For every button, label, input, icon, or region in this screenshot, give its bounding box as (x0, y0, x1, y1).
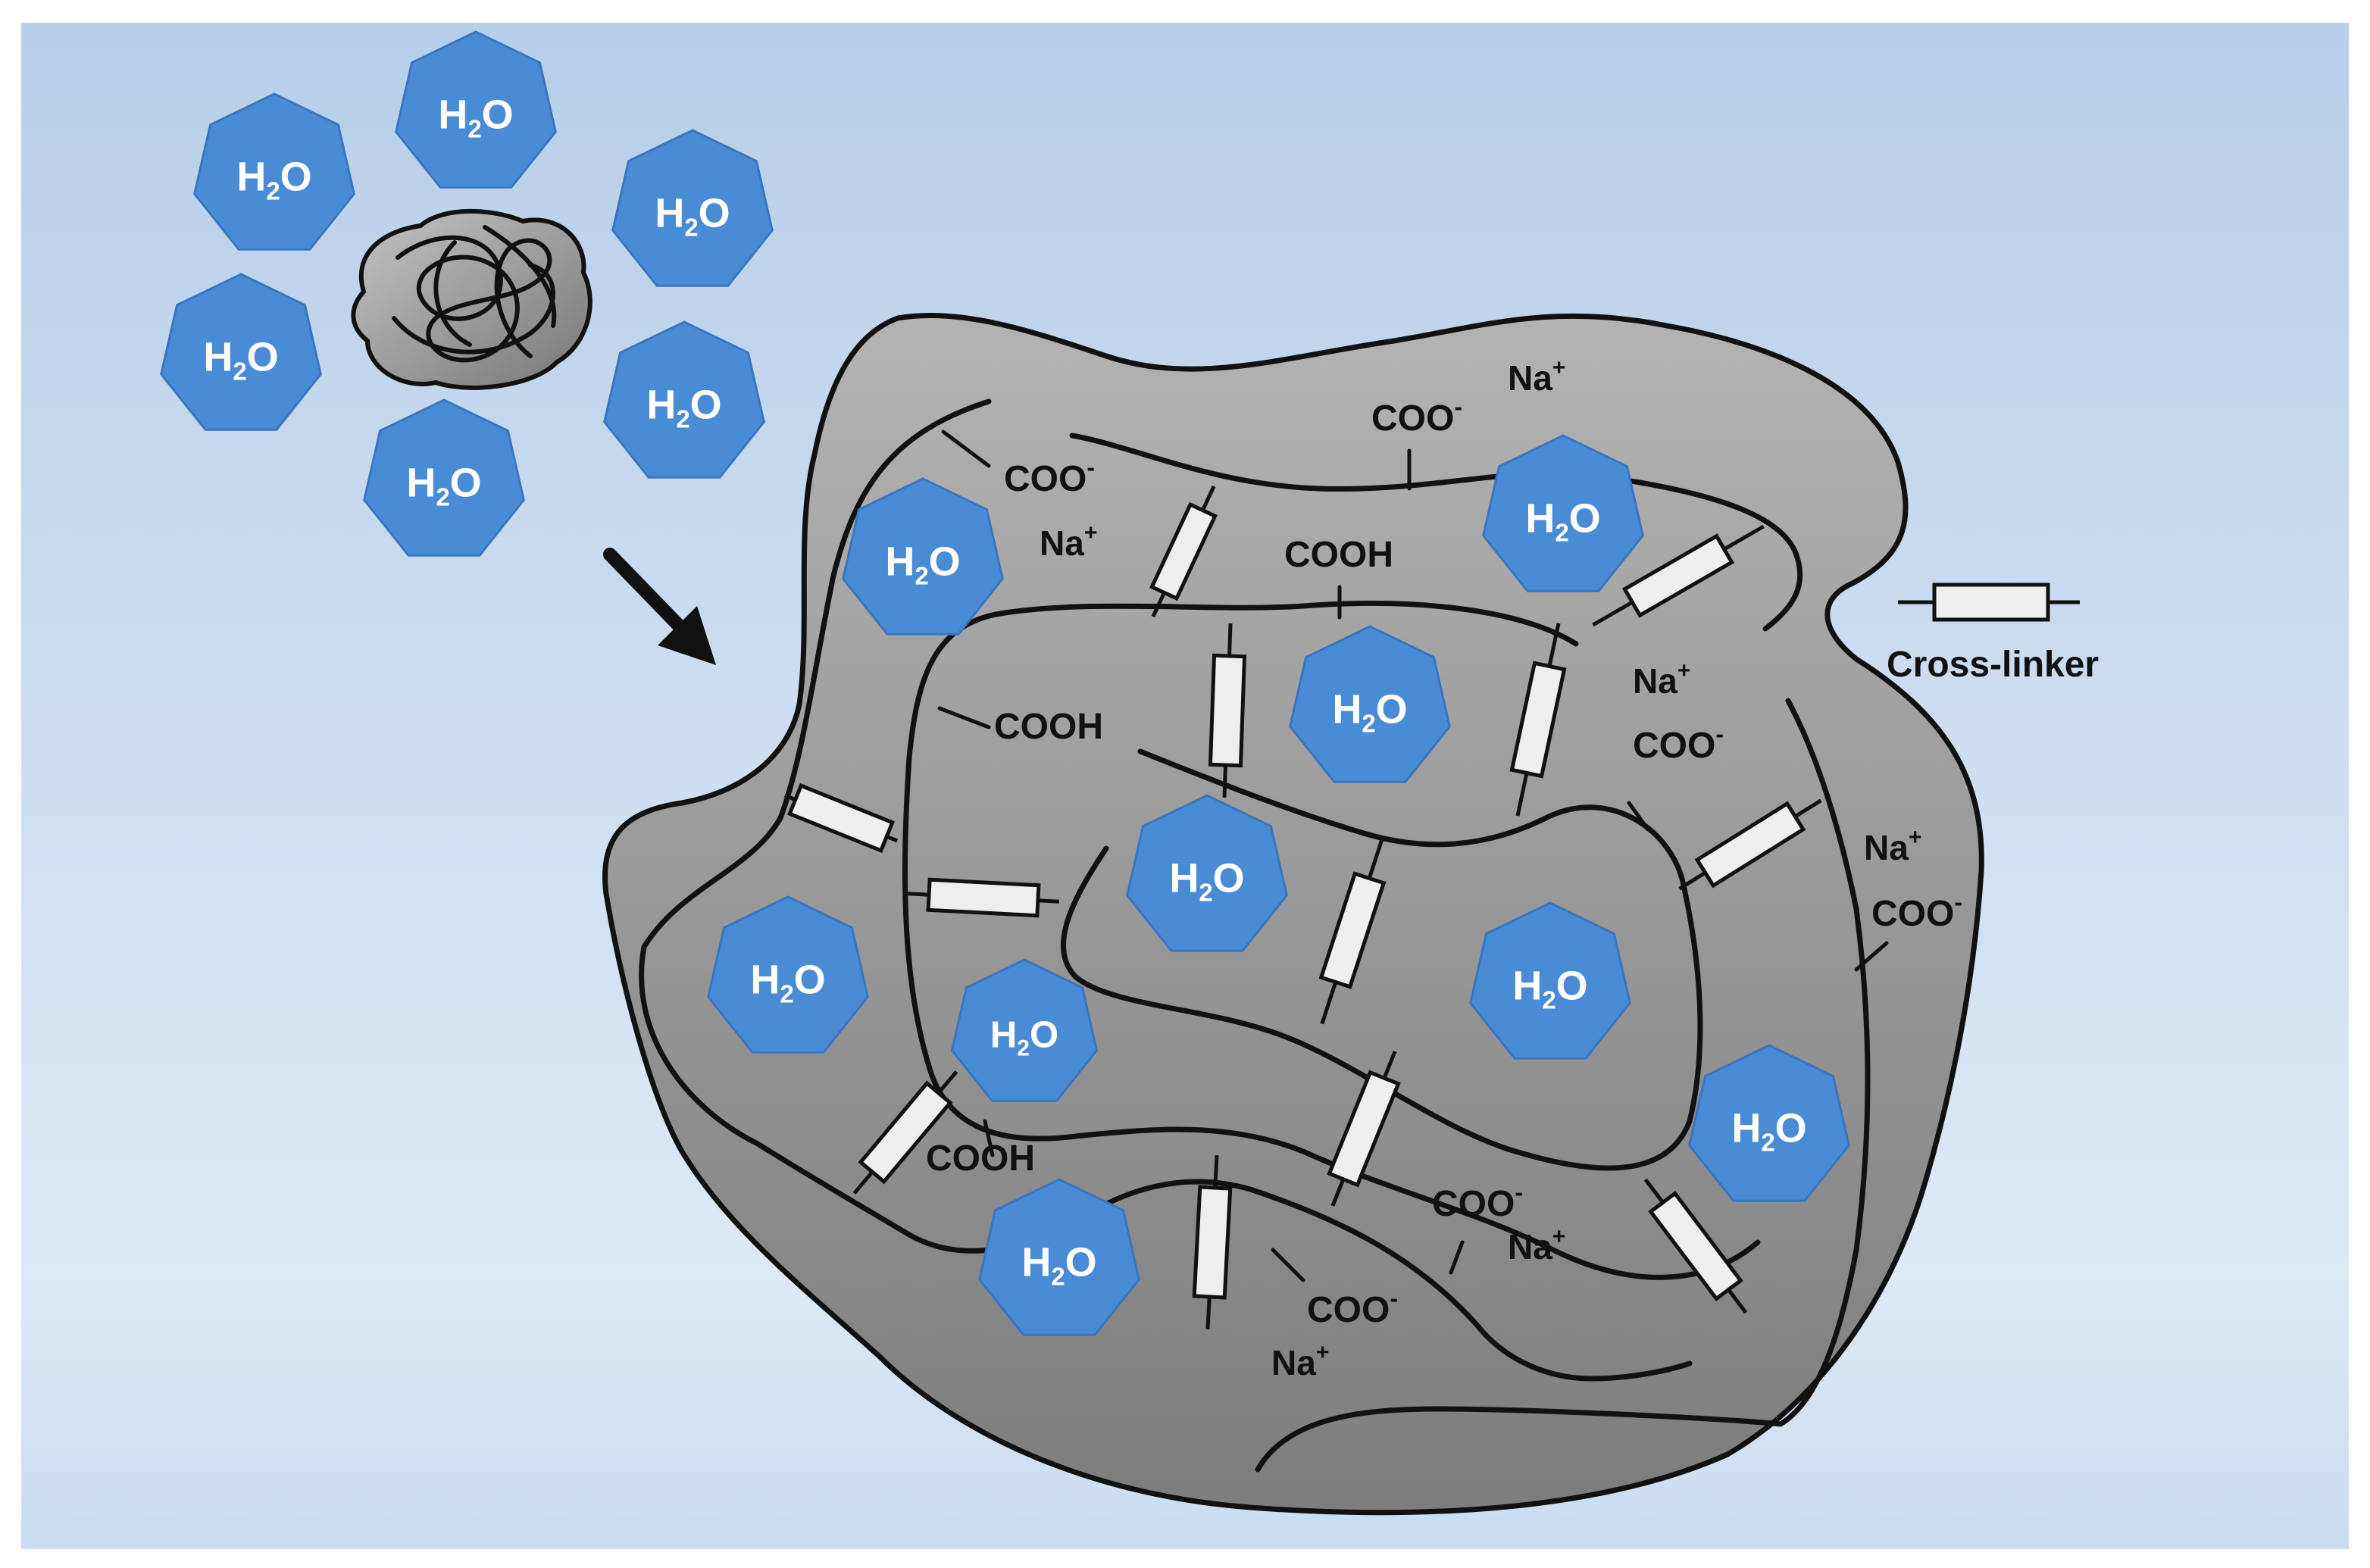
water-label: H2O (203, 334, 278, 385)
water-molecule: H2O (363, 398, 525, 557)
water-label: H2O (1731, 1105, 1806, 1156)
water-molecule: H2O (160, 273, 322, 431)
water-label: H2O (750, 957, 825, 1007)
water-label: H2O (990, 1015, 1058, 1061)
water-hexagon-shape (1482, 434, 1644, 592)
crosslinker (1678, 798, 1822, 891)
sodium-label: Na+ (1633, 658, 1690, 701)
sodium-label: Na+ (1864, 825, 1921, 867)
water-molecule: H2O (603, 320, 765, 479)
water-hexagon-shape (842, 477, 1004, 636)
water-molecule: H2O (1469, 901, 1631, 1060)
crosslinker (1192, 1155, 1233, 1329)
carboxylic-acid-label: COOH (994, 707, 1103, 747)
carboxylic-acid-label: COOH (1284, 535, 1393, 575)
crosslinker (852, 1070, 958, 1195)
functional-group-bonds (937, 429, 1889, 1282)
crosslinker (1318, 836, 1387, 1025)
water-hexagon-shape (1688, 1044, 1850, 1202)
crosslinker-icon (1898, 583, 2080, 622)
crosslinker (1149, 485, 1218, 618)
water-hexagon-shape (978, 1178, 1140, 1336)
water-label: H2O (1332, 686, 1407, 737)
water-molecule: H2O (193, 92, 355, 251)
water-label: H2O (1525, 495, 1600, 546)
dry-polymer-particle (351, 208, 592, 390)
water-hexagon-shape (1289, 625, 1451, 783)
sodium-label: Na+ (1271, 1340, 1329, 1382)
crosslinker (1592, 524, 1765, 627)
water-molecule: H2O (1482, 434, 1644, 592)
water-hexagon-shape (1126, 794, 1288, 952)
water-molecule: H2O (611, 129, 774, 287)
water-hexagon-shape (363, 398, 525, 557)
water-label: H2O (1512, 963, 1587, 1014)
water-molecule: H2O (707, 895, 869, 1054)
water-molecule: H2O (950, 958, 1099, 1102)
polymer-chain (1061, 748, 1703, 1171)
arrow-down-right-icon (603, 548, 716, 665)
polymer-chain (1255, 698, 1871, 1473)
sodium-label: Na+ (1040, 520, 1097, 563)
functional-group-labels: COO- Na+ COO- Na+ COOH COOH Na+ COO- Na+… (926, 355, 1962, 1382)
crosslinker-legend: Cross-linker (1887, 583, 2099, 685)
water-label: H2O (438, 92, 513, 142)
polymer-chain (902, 601, 1761, 1280)
water-hexagon-shape (603, 320, 765, 479)
sodium-label: Na+ (1508, 1224, 1565, 1267)
carboxylate-label: COO- (1633, 720, 1724, 766)
water-molecule: H2O (395, 30, 557, 189)
carboxylate-label: COO- (1871, 889, 1962, 934)
water-hexagon-shape (160, 273, 322, 431)
water-label: H2O (646, 382, 721, 433)
water-label: H2O (1169, 855, 1244, 906)
crosslinkers (783, 485, 1822, 1329)
carboxylic-acid-label: COOH (926, 1139, 1035, 1179)
water-molecule: H2O (1688, 1044, 1850, 1202)
crosslinker-legend-label: Cross-linker (1887, 645, 2099, 685)
polymer-chains (639, 398, 1871, 1473)
water-label: H2O (1021, 1239, 1096, 1290)
water-label: H2O (655, 190, 730, 241)
water-hexagon-shape (1469, 901, 1631, 1060)
water-label: H2O (406, 460, 481, 511)
water-hexagon-shape (707, 895, 869, 1054)
carboxylate-label: COO- (1371, 393, 1462, 439)
carboxylate-label: COO- (1307, 1285, 1398, 1330)
crosslinker (1643, 1178, 1748, 1314)
sodium-label: Na+ (1508, 355, 1565, 398)
water-hexagon-shape (611, 129, 774, 287)
crosslinker (908, 877, 1059, 918)
water-label: H2O (236, 154, 311, 205)
water-label: H2O (885, 539, 960, 589)
water-hexagon-shape (395, 30, 557, 189)
water-molecule: H2O (842, 477, 1004, 636)
carboxylate-label: COO- (1432, 1179, 1523, 1224)
water-molecule: H2O (978, 1178, 1140, 1336)
crosslinker (1327, 1051, 1401, 1207)
water-hexagon-shape (193, 92, 355, 251)
water-molecule: H2O (1126, 794, 1288, 952)
polymer-chain (639, 398, 1693, 1382)
crosslinker (1509, 623, 1567, 817)
water-hexagon-shape (950, 958, 1099, 1102)
water-molecules: H2O H2O H2O H2O H2O H2O H2O H2O H2O H2O H2O H2O H2O H… (160, 30, 1850, 1336)
carboxylate-label: COO- (1004, 454, 1095, 499)
crosslinker (783, 782, 899, 854)
water-molecule: H2O (1289, 625, 1451, 783)
crosslinker (1208, 623, 1247, 798)
